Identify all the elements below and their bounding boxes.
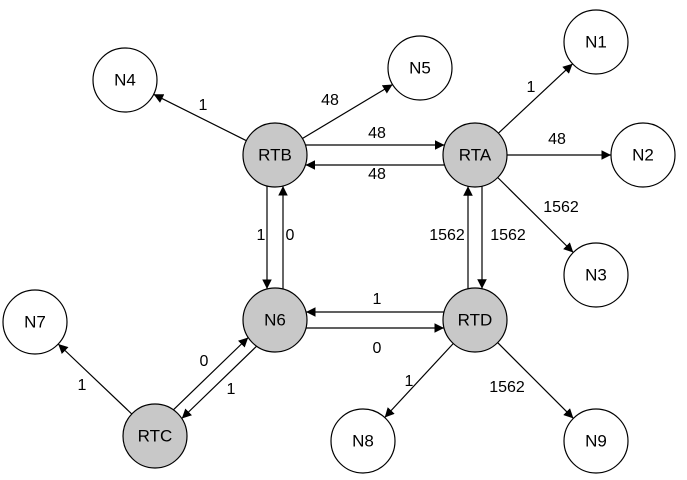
edge-cost-rta-to-rtd: 1562: [429, 227, 465, 244]
edge-cost-n6-to-rtb: 0: [286, 227, 295, 244]
node-label-rtd: RTD: [458, 310, 493, 329]
node-n2: N2: [610, 122, 676, 188]
node-circle-n3: [563, 242, 629, 308]
node-n1: N1: [563, 9, 629, 75]
node-n3: N3: [563, 242, 629, 308]
node-circle-n8: [330, 408, 396, 474]
node-circle-n6: [242, 287, 308, 353]
edge-rta-to-n1: [497, 63, 574, 134]
node-circle-rtb: [242, 122, 308, 188]
edge-rta-to-n3: [497, 177, 574, 253]
edge-cost-rtd-to-n8: 1: [405, 373, 414, 390]
node-circle-n9: [563, 408, 629, 474]
edge-cost-rtc-to-n6: 1: [227, 381, 236, 398]
edge-cost-rta-to-n3: 1562: [543, 199, 579, 216]
node-rtd: RTD: [442, 287, 508, 353]
node-label-n6: N6: [264, 310, 286, 329]
node-circle-n2: [610, 122, 676, 188]
node-label-rtb: RTB: [258, 145, 292, 164]
edge-cost-n6-to-rtd: 0: [373, 340, 382, 357]
edge-cost-rtb-to-n5: 48: [321, 92, 339, 109]
edge-cost-rta-to-n2: 48: [548, 131, 566, 148]
node-circle-n1: [563, 9, 629, 75]
node-n9: N9: [563, 408, 629, 474]
edge-cost-rtb-to-n4: 1: [199, 97, 208, 114]
node-label-n5: N5: [409, 58, 431, 77]
edge-rtc-to-n6: [172, 337, 249, 411]
node-circle-n4: [92, 47, 158, 113]
node-circle-rtc: [122, 403, 188, 469]
node-label-n2: N2: [632, 145, 654, 164]
node-rtb: RTB: [242, 122, 308, 188]
node-n5: N5: [387, 35, 453, 101]
node-label-n3: N3: [585, 265, 607, 284]
node-rtc: RTC: [122, 403, 188, 469]
node-label-n9: N9: [585, 431, 607, 450]
node-label-n1: N1: [585, 32, 607, 51]
node-label-rtc: RTC: [138, 426, 173, 445]
node-label-n8: N8: [352, 431, 374, 450]
node-circle-n7: [2, 289, 68, 355]
node-n8: N8: [330, 408, 396, 474]
node-rta: RTA: [442, 122, 508, 188]
node-n6: N6: [242, 287, 308, 353]
edge-cost-rtd-to-n6: 1: [373, 291, 382, 308]
edge-cost-rtc-to-n7: 1: [78, 377, 87, 394]
node-circle-n5: [387, 35, 453, 101]
edge-rtb-to-n4: [153, 93, 247, 142]
edge-cost-rta-to-n1: 1: [527, 79, 536, 96]
edges-layer: [57, 63, 611, 419]
node-label-n4: N4: [114, 70, 136, 89]
edge-cost-rtb-to-rta: 48: [368, 166, 386, 183]
edge-cost-rtd-to-rta: 1562: [490, 227, 526, 244]
edge-n6-to-rtc: [181, 345, 258, 419]
edge-rtd-to-n9: [497, 342, 574, 419]
node-circle-rta: [442, 122, 508, 188]
node-n7: N7: [2, 289, 68, 355]
edge-cost-rta-to-rtb: 48: [368, 125, 386, 142]
edge-cost-rtb-to-n6: 1: [257, 227, 266, 244]
edge-cost-n6-to-rtc: 0: [200, 353, 209, 370]
node-label-rta: RTA: [459, 145, 492, 164]
node-label-n7: N7: [24, 312, 46, 331]
edge-rtb-to-n5: [302, 83, 393, 140]
node-circle-rtd: [442, 287, 508, 353]
edge-cost-rtd-to-n9: 1562: [489, 379, 525, 396]
edge-rtd-to-n8: [384, 343, 454, 418]
node-n4: N4: [92, 47, 158, 113]
edge-rtc-to-n7: [57, 343, 133, 415]
edge-labels-layer: 1 48 1562 48 48 1562 1562 1 48 1 0 1 0 0 1 1 1 1562: [78, 79, 579, 398]
